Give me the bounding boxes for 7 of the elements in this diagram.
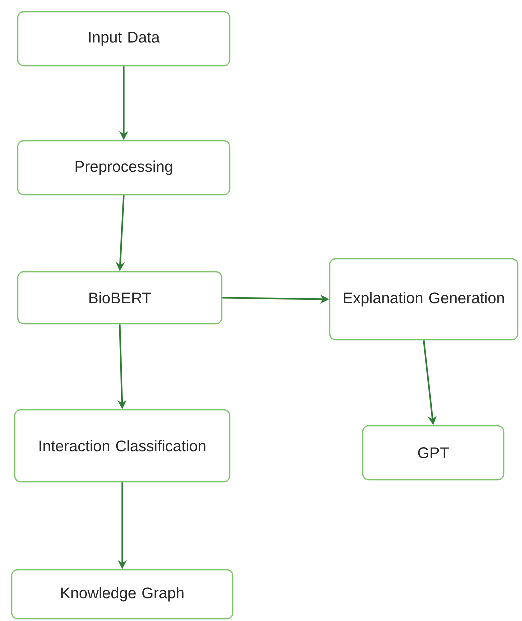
process-box: BioBERT: [17, 271, 223, 325]
process-box: Knowledge Graph: [11, 569, 234, 620]
process-box: Input Data: [17, 11, 231, 67]
process-box: Preprocessing: [17, 140, 231, 196]
process-box: Explanation Generation: [329, 258, 519, 341]
process-box: GPT: [362, 425, 505, 481]
process-box: Interaction Classification: [14, 409, 231, 483]
